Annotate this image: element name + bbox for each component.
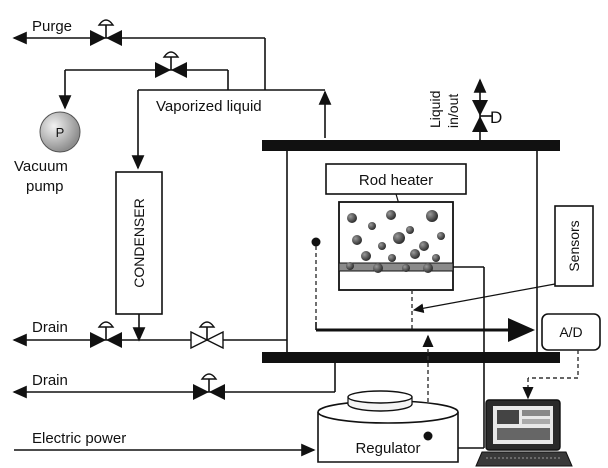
liquid-label: Liquid	[427, 91, 443, 128]
vacuum-label: Vacuum	[14, 158, 68, 175]
heater-rod	[338, 262, 454, 272]
vacuum-line	[58, 69, 229, 110]
regulator-sensor-dot	[423, 431, 433, 441]
drain-bottom-valve-icon[interactable]	[193, 373, 225, 400]
valve-d-label: D	[490, 108, 502, 127]
ad-computer-link	[522, 350, 579, 400]
bottom-flange	[262, 352, 560, 363]
ad-label: A/D	[559, 324, 582, 340]
condenser-box	[115, 171, 163, 315]
rod-heater-box	[325, 163, 467, 195]
drain-bottom-line	[12, 363, 336, 399]
in-out-label: in/out	[445, 94, 461, 128]
drain-bottom-label: Drain	[32, 372, 68, 389]
computer-icon	[475, 399, 573, 467]
liquid-valve-icon[interactable]	[472, 100, 492, 132]
sensors-label: Sensors	[566, 220, 582, 271]
bubbles	[346, 210, 445, 273]
probe-tip	[311, 237, 321, 247]
regulator-icon	[317, 390, 459, 463]
ad-box	[541, 313, 601, 351]
heater-wiring	[453, 266, 485, 449]
pump-label: pump	[26, 178, 64, 195]
drain-top-label: Drain	[32, 319, 68, 336]
purge-label: Purge	[32, 18, 72, 35]
drain-valve-closed-icon[interactable]	[90, 321, 122, 348]
top-flange	[262, 140, 560, 151]
purge-valve-icon[interactable]	[90, 19, 122, 46]
rod-heater-label: Rod heater	[359, 172, 433, 189]
vacuum-pump-icon: P	[39, 111, 81, 153]
vaporized-line	[131, 89, 332, 170]
vacuum-valve-icon[interactable]	[155, 51, 187, 78]
drain-valve-open-icon[interactable]	[190, 321, 224, 350]
vessel	[262, 140, 560, 363]
pump-symbol: P	[56, 125, 65, 140]
vaporized-liquid-label: Vaporized liquid	[156, 98, 262, 115]
condenser-label: CONDENSER	[131, 198, 147, 287]
test-chamber	[338, 201, 454, 291]
sensors-box	[554, 205, 594, 287]
purge-line	[12, 31, 266, 90]
electric-power-label: Electric power	[32, 430, 126, 447]
regulator-label: Regulator	[355, 440, 420, 457]
